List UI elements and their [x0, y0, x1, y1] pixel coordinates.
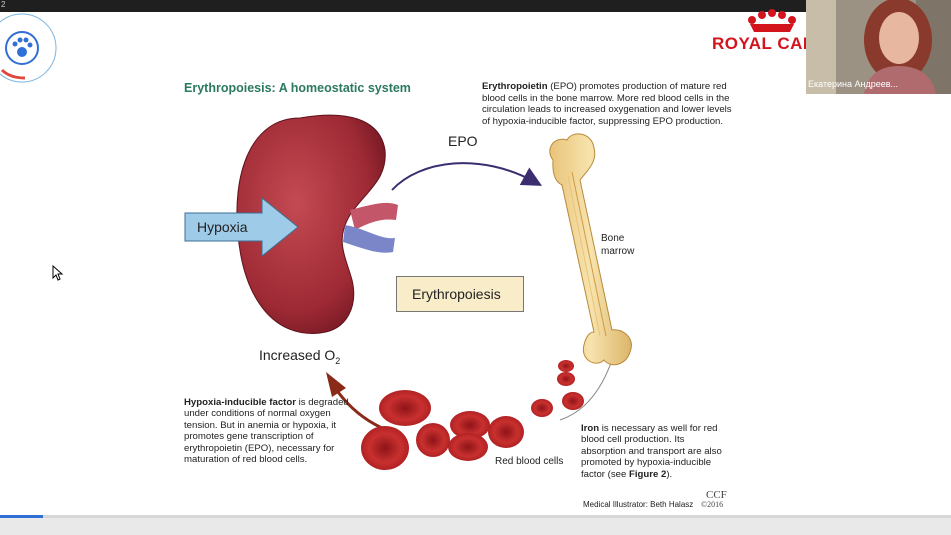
rbc-label: Red blood cells	[495, 456, 564, 467]
renal-artery	[343, 225, 395, 253]
corner-text: 2	[1, 0, 6, 9]
mouse-cursor-icon	[52, 265, 64, 281]
increased-sub: 2	[335, 355, 341, 366]
kidney	[236, 114, 386, 334]
illustrator-credit: Medical Illustrator: Beth Halasz	[583, 500, 694, 509]
iron-end: ).	[666, 468, 673, 480]
epo-arrow	[391, 162, 543, 191]
epo-label: EPO	[448, 133, 478, 149]
hif-bold: Hypoxia-inducible factor	[184, 397, 296, 408]
player-control-bar	[0, 517, 951, 535]
royal-canin-logo: ROYAL CAN	[712, 34, 816, 53]
bone-label-line2: marrow	[601, 246, 635, 257]
erythropoiesis-box	[396, 276, 524, 312]
iron-description: Iron is necessary as well for red blood …	[581, 423, 731, 480]
femur-bone	[549, 133, 632, 366]
royal-canin-crown	[748, 9, 796, 32]
progress-fill	[0, 515, 43, 518]
o2-arrow	[336, 391, 383, 430]
iron-fig: Figure 2	[629, 468, 667, 480]
participant-video[interactable]	[806, 0, 951, 94]
ccf-year: ©2016	[701, 500, 724, 509]
participant-avatar	[806, 0, 951, 94]
epo-description: Erythropoietin (EPO) promotes production…	[482, 81, 732, 128]
slide-title: Erythropoiesis: A homeostatic system	[184, 81, 411, 95]
vet-association-logo	[0, 13, 57, 83]
epo-desc-bold: Erythropoietin	[482, 81, 548, 92]
increased-text: Increased O	[259, 347, 336, 363]
playback-progress[interactable]	[0, 515, 951, 518]
erythropoiesis-label: Erythropoiesis	[412, 286, 501, 302]
hif-rest: is degraded under conditions of normal o…	[184, 397, 349, 466]
ccf-mark: CCF	[706, 489, 727, 501]
renal-vein	[350, 202, 398, 230]
iron-rest: is necessary as well for red blood cell …	[581, 423, 722, 480]
top-bar: 2	[0, 0, 951, 12]
bone-marrow-label: Bone marrow	[601, 232, 634, 258]
epo-desc-rest: (EPO) promotes production of mature red …	[482, 81, 732, 128]
iron-bold: Iron	[581, 423, 600, 434]
participant-name: Екатерина Андреев...	[808, 79, 899, 89]
hypoxia-arrow	[184, 196, 299, 258]
bone-label-line1: Bone	[601, 233, 625, 244]
hif-description: Hypoxia-inducible factor is degraded und…	[184, 397, 354, 465]
hypoxia-label: Hypoxia	[197, 219, 248, 235]
red-blood-cells	[361, 360, 584, 470]
increased-o2-label: Increased O2	[259, 347, 340, 366]
